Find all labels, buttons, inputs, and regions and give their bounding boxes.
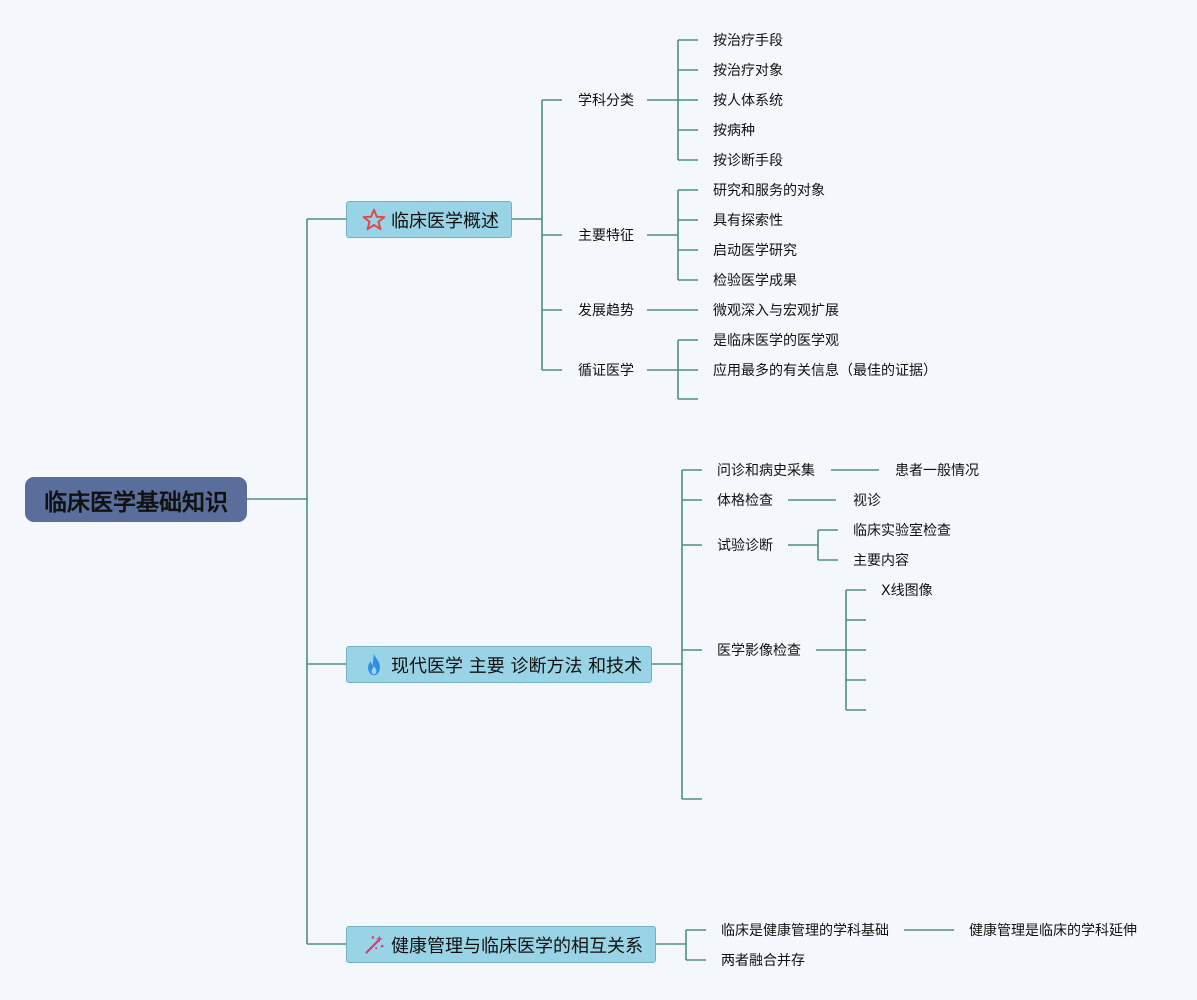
branch-label: 临床医学概述 [391,210,499,232]
branch-label: 现代医学 主要 诊断方法 和技术 [391,655,643,677]
leaf-topic[interactable]: 检验医学成果 [711,271,799,291]
sparkle-icon [361,932,387,958]
sub-topic[interactable]: 学科分类 [576,91,636,111]
sub-topic[interactable]: 循证医学 [576,361,636,381]
sub-topic[interactable]: 临床是健康管理的学科基础 [719,921,891,941]
leaf-topic[interactable]: 患者一般情况 [893,461,981,481]
leaf-topic[interactable]: 按治疗手段 [711,31,785,51]
sub-topic[interactable]: 试验诊断 [715,536,775,556]
star-icon [361,207,387,233]
leaf-topic[interactable]: 健康管理是临床的学科延伸 [967,921,1139,941]
leaf-topic[interactable]: 按治疗对象 [711,61,785,81]
leaf-topic[interactable]: 按诊断手段 [711,151,785,171]
branch-overview[interactable]: 临床医学概述 [346,201,512,238]
leaf-topic[interactable]: 按病种 [711,121,757,141]
leaf-topic[interactable]: 临床实验室检查 [851,521,953,541]
leaf-topic[interactable]: 按人体系统 [711,91,785,111]
branch-diagnostics[interactable]: 现代医学 主要 诊断方法 和技术 [346,646,652,683]
branch-health-management[interactable]: 健康管理与临床医学的相互关系 [346,926,656,963]
sub-topic[interactable]: 发展趋势 [576,301,636,321]
leaf-topic[interactable]: 是临床医学的医学观 [711,331,841,351]
root-topic[interactable]: 临床医学基础知识 [25,477,247,522]
leaf-topic[interactable]: 启动医学研究 [711,241,799,261]
sub-topic[interactable]: 主要特征 [576,226,636,246]
leaf-topic[interactable]: 研究和服务的对象 [711,181,827,201]
leaf-topic[interactable]: 视诊 [851,491,883,511]
branch-label: 健康管理与临床医学的相互关系 [391,935,643,957]
leaf-topic[interactable]: 具有探索性 [711,211,785,231]
sub-topic[interactable]: 医学影像检查 [715,641,803,661]
sub-topic[interactable]: 两者融合并存 [719,951,807,971]
leaf-topic[interactable]: 微观深入与宏观扩展 [711,301,841,321]
leaf-topic[interactable]: 主要内容 [851,551,911,571]
fire-icon [361,652,387,678]
sub-topic[interactable]: 体格检查 [715,491,775,511]
sub-topic[interactable]: 问诊和病史采集 [715,461,817,481]
leaf-topic[interactable]: 应用最多的有关信息（最佳的证据） [711,361,939,381]
leaf-topic[interactable]: X线图像 [879,581,935,601]
